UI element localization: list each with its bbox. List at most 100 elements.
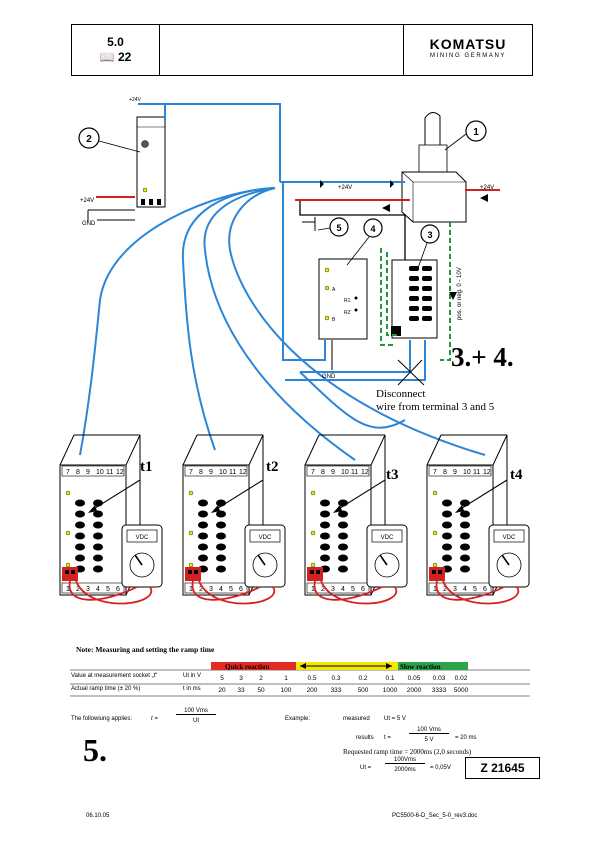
trim-pot[interactable] xyxy=(198,499,208,507)
test-jack-socket xyxy=(438,570,442,574)
ut-value-cell: 0.05 xyxy=(408,675,421,682)
trim-pot[interactable] xyxy=(216,543,226,551)
trim-pot[interactable] xyxy=(460,521,470,529)
test-jack[interactable] xyxy=(185,567,201,581)
requested-text: Requested ramp time = 2000ms (2,0 second… xyxy=(343,748,472,756)
trim-pot[interactable] xyxy=(75,521,85,529)
trim-pot[interactable] xyxy=(93,554,103,562)
trim-pot[interactable] xyxy=(460,543,470,551)
trim-pot[interactable] xyxy=(320,532,330,540)
test-jack[interactable] xyxy=(429,567,445,581)
trim-pot[interactable] xyxy=(320,521,330,529)
module-t1-label: t1 xyxy=(140,459,153,475)
bottom-terminal-strip xyxy=(428,582,492,594)
drawing-code: Z 21645 xyxy=(465,757,540,779)
meter-pointer xyxy=(379,554,388,566)
test-lead-red xyxy=(313,580,383,601)
trim-pot[interactable] xyxy=(216,510,226,518)
trim-pot[interactable] xyxy=(75,554,85,562)
test-jack[interactable] xyxy=(307,567,323,581)
trim-pot[interactable] xyxy=(460,565,470,573)
trim-pot[interactable] xyxy=(338,532,348,540)
trim-pot[interactable] xyxy=(75,532,85,540)
trim-pot[interactable] xyxy=(338,554,348,562)
trim-pot[interactable] xyxy=(198,554,208,562)
ut-value-cell: 0.2 xyxy=(358,675,367,682)
status-led xyxy=(188,530,194,536)
quick-reaction-label: Quick reaction xyxy=(225,663,270,671)
trim-pot[interactable] xyxy=(442,532,452,540)
trim-pot[interactable] xyxy=(93,510,103,518)
trim-pot[interactable] xyxy=(460,499,470,507)
row1-unit: Ut in V xyxy=(183,673,202,679)
trim-pot[interactable] xyxy=(442,510,452,518)
label-rz: RZ xyxy=(344,310,351,316)
top-terminal-number: 7 xyxy=(189,469,193,476)
bottom-terminal-number: 4 xyxy=(219,586,223,593)
module-4 xyxy=(318,258,368,340)
label-b: B xyxy=(332,317,336,323)
trim-pot[interactable] xyxy=(320,554,330,562)
trim-pot[interactable] xyxy=(460,554,470,562)
trim-pot[interactable] xyxy=(320,499,330,507)
status-led xyxy=(432,530,438,536)
label-r1: R1 xyxy=(344,298,351,304)
trim-pot[interactable] xyxy=(93,499,103,507)
trim-pot[interactable] xyxy=(320,543,330,551)
trim-pot[interactable] xyxy=(460,510,470,518)
trim-pot[interactable] xyxy=(198,510,208,518)
trim-pot[interactable] xyxy=(93,543,103,551)
trim-pot[interactable] xyxy=(93,532,103,540)
top-terminal-number: 10 xyxy=(463,469,471,476)
trim-pot[interactable] xyxy=(338,565,348,573)
row2-unit: t in ms xyxy=(183,686,201,692)
trim-pot[interactable] xyxy=(338,543,348,551)
trim-pot[interactable] xyxy=(198,532,208,540)
pointer-arrowhead xyxy=(333,505,342,513)
callout-2-text: 2 xyxy=(86,134,92,145)
trim-pot[interactable] xyxy=(93,521,103,529)
pointer-arrow xyxy=(336,479,386,511)
trim-pot[interactable] xyxy=(216,499,226,507)
trim-pot[interactable] xyxy=(460,532,470,540)
trim-pot[interactable] xyxy=(338,521,348,529)
pointer-arrow xyxy=(214,479,264,511)
callout-1-text: 1 xyxy=(473,127,479,138)
test-jack-socket xyxy=(65,570,69,574)
trim-pot[interactable] xyxy=(75,543,85,551)
meter-display xyxy=(493,529,525,543)
top-terminal-number: 9 xyxy=(209,469,213,476)
trim-pot[interactable] xyxy=(216,554,226,562)
trim-pot[interactable] xyxy=(93,565,103,573)
trim-pot[interactable] xyxy=(216,565,226,573)
trim-pot[interactable] xyxy=(442,499,452,507)
trim-pot[interactable] xyxy=(338,510,348,518)
trim-pot[interactable] xyxy=(320,510,330,518)
meter-label: VDC xyxy=(259,535,272,541)
callout-5-text: 5 xyxy=(336,223,341,233)
page-number: 22 xyxy=(117,50,132,64)
trim-pot[interactable] xyxy=(216,532,226,540)
reaction-bar xyxy=(211,662,468,670)
meter-display xyxy=(371,529,403,543)
test-jack-socket xyxy=(432,570,436,574)
brand-subtitle: MINING GERMANY xyxy=(429,53,507,59)
top-terminal-strip xyxy=(184,465,248,477)
trim-pot[interactable] xyxy=(442,554,452,562)
top-terminal-number: 9 xyxy=(86,469,90,476)
footer-doc: PC5500-6-D_Sec_5-0_rev3.doc xyxy=(392,813,478,819)
joystick-1 xyxy=(401,112,467,223)
trim-pot[interactable] xyxy=(442,521,452,529)
trim-pot[interactable] xyxy=(198,521,208,529)
bottom-terminal-number: 1 xyxy=(189,586,193,593)
status-led xyxy=(432,562,438,568)
bottom-terminal-number: 5 xyxy=(351,586,355,593)
test-jack[interactable] xyxy=(62,567,78,581)
trim-pot[interactable] xyxy=(338,499,348,507)
trim-pot[interactable] xyxy=(216,521,226,529)
trim-pot[interactable] xyxy=(442,543,452,551)
trim-pot[interactable] xyxy=(75,499,85,507)
trim-pot[interactable] xyxy=(198,543,208,551)
trim-pot[interactable] xyxy=(75,510,85,518)
